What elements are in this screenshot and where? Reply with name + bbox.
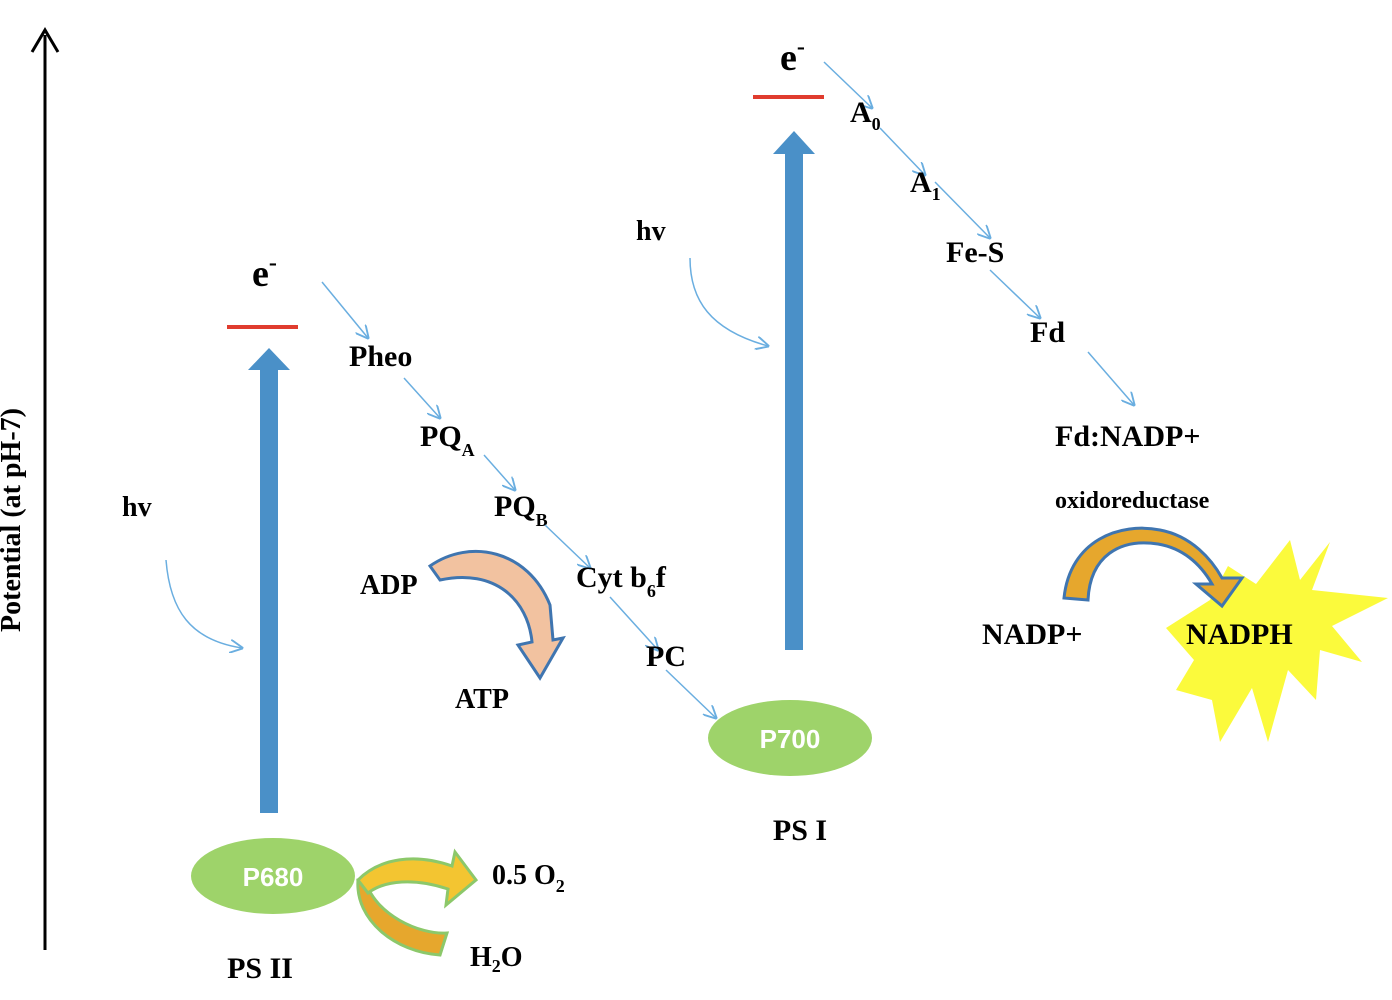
- ps1-electron-label: e-: [780, 34, 805, 79]
- o2-label: 0.5 O2: [492, 860, 565, 896]
- pqa-label: PQA: [420, 420, 475, 460]
- enzyme-label-line1: Fd:NADP+: [1055, 420, 1200, 453]
- ps2-label: PS II: [227, 952, 293, 985]
- p680-reaction-center: [191, 838, 355, 914]
- nadp-nadph-arrow: [1062, 526, 1245, 609]
- transfer-arrow-cyt-to-pc: [609, 596, 658, 650]
- o2-arrow: [356, 848, 479, 909]
- potential-axis-arrowhead: [30, 27, 60, 53]
- nadph-label: NADPH: [1186, 618, 1293, 651]
- a0-label: A0: [850, 96, 881, 134]
- transfer-arrow-pqa-to-pqb: [483, 454, 515, 490]
- fes-label: Fe-S: [946, 236, 1004, 269]
- transfer-arrow-e-to-pheo: [321, 281, 368, 338]
- h2o-label: H2O: [470, 942, 523, 976]
- transfer-arrow-pc-to-p700: [665, 669, 716, 718]
- p700-label: P700: [760, 724, 821, 754]
- atp-label: ATP: [455, 684, 509, 715]
- pc-label: PC: [646, 640, 686, 673]
- ps2-photon-label: hv: [122, 492, 152, 523]
- transfer-arrow-pheo-to-pqa: [403, 377, 440, 418]
- transfer-arrow-fd-to-enzyme: [1087, 351, 1134, 405]
- pqb-label: PQB: [494, 490, 548, 530]
- ps1-excitation-arrow-shaft: [785, 152, 803, 650]
- p700-reaction-center: [708, 700, 872, 776]
- ps2-excitation-arrow-shaft: [260, 368, 278, 813]
- cyt-b6f-label: Cyt b6f: [576, 561, 667, 601]
- enzyme-label-line2: oxidoreductase: [1055, 488, 1210, 514]
- adp-label: ADP: [360, 570, 418, 601]
- ps1-photon-arrow: [689, 257, 768, 346]
- ps2-excitation-arrow-head: [248, 348, 290, 370]
- transfer-arrow-a1-to-fes: [934, 181, 990, 238]
- axis-label: Potential (at pH-7): [0, 408, 27, 632]
- ps1-label: PS I: [773, 814, 827, 847]
- transfer-arrow-pqb-to-cyt: [544, 524, 590, 568]
- adp-atp-arrow: [427, 550, 566, 681]
- ps2-electron-label: e-: [252, 250, 277, 295]
- ps1-photon-label: hv: [636, 216, 666, 247]
- a1-label: A1: [910, 166, 941, 204]
- h2o-arrow: [356, 878, 450, 957]
- transfer-arrow-a0-to-a1: [879, 127, 925, 175]
- fd-label: Fd: [1030, 316, 1065, 349]
- pheo-label: Pheo: [349, 340, 412, 373]
- nadp-label: NADP+: [982, 618, 1082, 651]
- transfer-arrow-e-to-a0: [823, 61, 872, 108]
- p680-label: P680: [243, 862, 304, 892]
- ps2-photon-arrow: [165, 559, 242, 648]
- ps1-excitation-arrow-head: [773, 131, 815, 154]
- transfer-arrow-fes-to-fd: [989, 269, 1040, 318]
